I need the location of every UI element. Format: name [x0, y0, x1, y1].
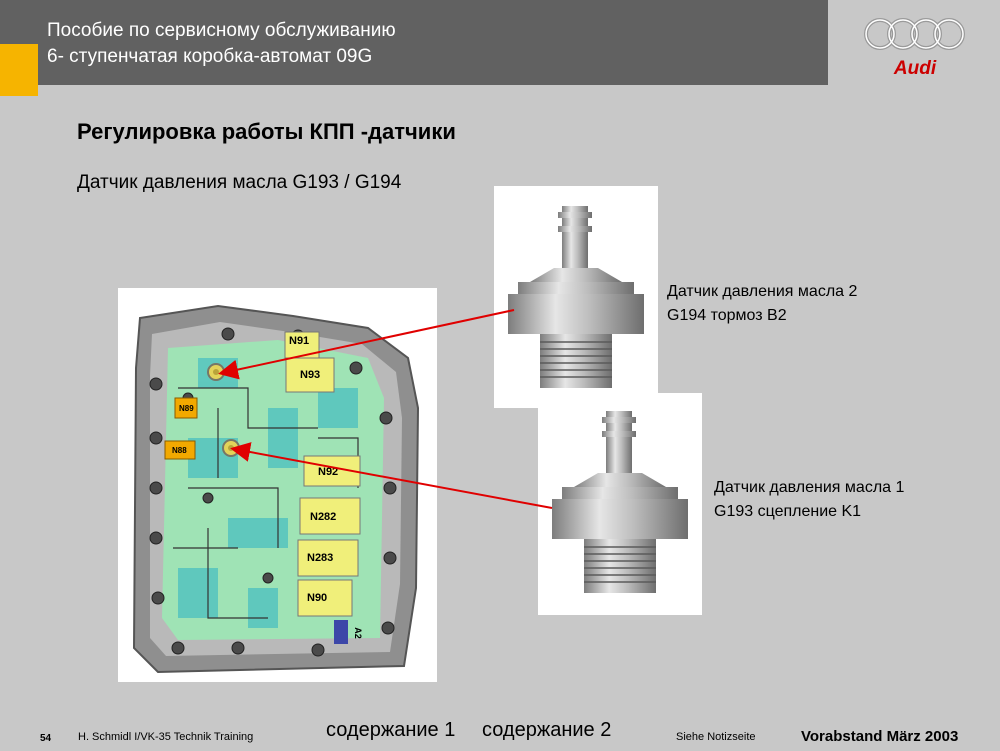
footer-notes: Siehe Notizseite [676, 731, 756, 743]
sensor-g194-caption-line1: Датчик давления масла 2 [667, 283, 858, 300]
valve-label-n283: N283 [307, 552, 334, 564]
header-bar [0, 0, 828, 85]
footer-author: H. Schmidl I/VK-35 Technik Training [78, 731, 254, 743]
valve-label-n282: N282 [310, 511, 337, 523]
valve-label-a2: A2 [352, 627, 363, 639]
audi-logo-text: Audi [893, 58, 937, 79]
header-accent [0, 44, 38, 96]
valve-label-n92: N92 [318, 466, 339, 478]
contents-link-1[interactable]: содержание 1 [326, 719, 456, 741]
valve-label-n90: N90 [307, 592, 328, 604]
valve-label-n91: N91 [289, 335, 310, 347]
slide-subtitle: Датчик давления масла G193 / G194 [77, 172, 402, 193]
sensor-g193-caption-line2: G193 сцепление K1 [714, 503, 862, 520]
contents-link-2[interactable]: содержание 2 [482, 719, 612, 741]
sensor-g194-photo [494, 186, 658, 408]
header-title: Пособие по сервисному обслуживанию [47, 20, 396, 41]
header-subtitle: 6- ступенчатая коробка-автомат 09G [47, 46, 373, 67]
sensor-g193-caption: Датчик давления масла 1 G193 сцепление K… [714, 476, 904, 524]
valve-body-illustration [118, 288, 437, 682]
sensor-g193-photo [538, 393, 702, 615]
sensor-g194-caption: Датчик давления масла 2 G194 тормоз B2 [667, 280, 857, 328]
valve-label-n88: N88 [172, 446, 187, 455]
slide-title: Регулировка работы КПП -датчики [77, 119, 456, 144]
valve-label-n89: N89 [179, 404, 194, 413]
page-number: 54 [40, 733, 52, 744]
sensor-g194-caption-line2: G194 тормоз B2 [667, 307, 787, 324]
valve-label-n93: N93 [300, 369, 321, 381]
sensor-g193-caption-line1: Датчик давления масла 1 [714, 479, 905, 496]
audi-logo: Audi [864, 18, 965, 79]
footer-status: Vorabstand März 2003 [801, 728, 959, 745]
